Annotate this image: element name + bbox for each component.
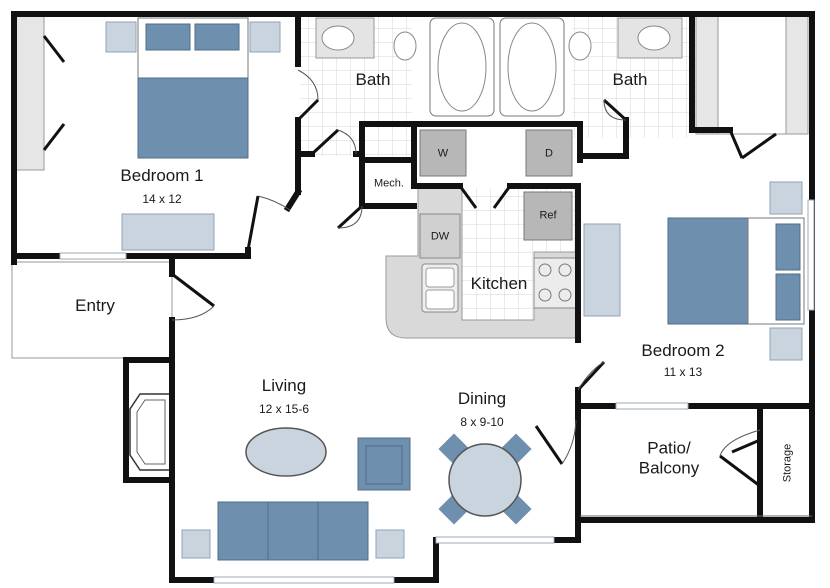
stove-icon — [533, 257, 577, 309]
kitchen-sink-icon — [421, 263, 459, 313]
dining-table — [438, 433, 532, 525]
washer-label: W — [437, 147, 449, 160]
patio-label: Patio/ Balcony — [639, 438, 699, 477]
dishwasher-icon — [419, 213, 461, 259]
dryer-icon — [525, 129, 573, 177]
bedroom1-size: 14 x 12 — [142, 192, 182, 207]
bedroom2-bed — [583, 181, 805, 361]
living-size: 12 x 15-6 — [258, 402, 310, 417]
kitchen-label: Kitchen — [470, 274, 528, 294]
entry-label: Entry — [75, 296, 115, 316]
living-label: Living — [261, 376, 307, 396]
bath-left-fixtures — [315, 17, 495, 117]
mech-label: Mech. — [374, 177, 404, 190]
dining-label: Dining — [457, 389, 507, 409]
washer-icon — [419, 129, 467, 177]
bedroom2-size: 11 x 13 — [663, 365, 703, 380]
storage-label: Storage — [781, 443, 794, 483]
bath-right-fixtures — [499, 17, 683, 117]
patio-label-line1: Patio/ — [647, 438, 691, 458]
living-furniture — [129, 393, 411, 561]
refrigerator-label: Ref — [539, 209, 557, 222]
dining-size: 8 x 9-10 — [460, 415, 504, 430]
windows — [59, 199, 815, 584]
bedroom2-label: Bedroom 2 — [641, 341, 725, 361]
bath-right-label: Bath — [612, 70, 648, 90]
bedroom1-label: Bedroom 1 — [120, 166, 204, 186]
entry-area — [11, 261, 173, 359]
refrigerator-icon — [523, 191, 573, 241]
door-swings — [42, 35, 777, 488]
closet-bedroom1 — [15, 15, 45, 171]
patio-label-line2: Balcony — [638, 458, 700, 477]
bedroom1-bed — [105, 17, 281, 251]
bath-left-label: Bath — [355, 70, 391, 90]
dishwasher-label: DW — [430, 230, 450, 243]
dryer-label: D — [545, 147, 553, 160]
